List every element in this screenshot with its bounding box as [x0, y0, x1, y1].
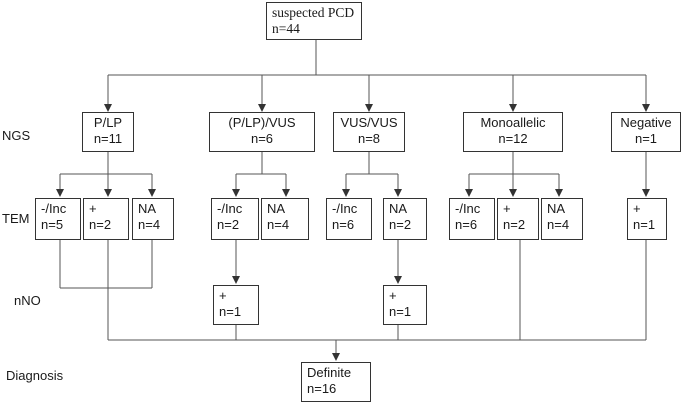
- root-box-suspected-pcd: suspected PCD n=44: [266, 2, 362, 40]
- root-count: n=44: [272, 21, 300, 36]
- tem-count: n=5: [41, 217, 64, 232]
- nno-count: n=1: [219, 304, 242, 319]
- tem-box-plp-vus-neg-inc: -/Inc n=2: [211, 198, 259, 240]
- tem-title: +: [633, 201, 641, 216]
- tem-count: n=2: [217, 217, 240, 232]
- ngs-count: n=8: [357, 131, 381, 146]
- tem-count: n=4: [547, 217, 570, 232]
- ngs-count: n=11: [93, 131, 123, 146]
- tem-box-monoallelic-neg-inc: -/Inc n=6: [449, 198, 495, 240]
- diagnosis-title: Definite: [307, 365, 352, 380]
- tem-count: n=2: [503, 217, 526, 232]
- tem-title: +: [89, 201, 97, 216]
- ngs-title: VUS/VUS: [340, 115, 398, 130]
- tem-box-plp-vus-na: NA n=4: [261, 198, 309, 240]
- ngs-box-monoallelic: Monoallelic n=12: [463, 112, 563, 152]
- ngs-count: n=1: [634, 131, 658, 146]
- ngs-box-vus-vus: VUS/VUS n=8: [333, 112, 405, 152]
- ngs-box-negative: Negative n=1: [611, 112, 681, 152]
- tem-title: NA: [389, 201, 408, 216]
- tem-title: NA: [547, 201, 566, 216]
- tem-title: +: [503, 201, 511, 216]
- tem-count: n=4: [138, 217, 161, 232]
- tem-title: NA: [267, 201, 286, 216]
- row-label-tem: TEM: [2, 211, 30, 226]
- root-title: suspected PCD: [272, 5, 355, 20]
- ngs-title: (P/LP)/VUS: [228, 115, 296, 130]
- tem-title: -/Inc: [332, 201, 358, 216]
- tem-count: n=2: [89, 217, 112, 232]
- ngs-count: n=12: [498, 131, 528, 146]
- ngs-title: Monoallelic: [480, 115, 546, 130]
- tem-box-plp-neg-inc: -/Inc n=5: [35, 198, 81, 240]
- tem-box-monoallelic-na: NA n=4: [541, 198, 583, 240]
- tem-count: n=2: [389, 217, 412, 232]
- tem-title: NA: [138, 201, 157, 216]
- tem-count: n=6: [332, 217, 355, 232]
- tem-title: -/Inc: [455, 201, 481, 216]
- nno-title: +: [389, 288, 397, 303]
- diagnosis-box-definite: Definite n=16: [301, 362, 371, 402]
- nno-box-vus-vus: + n=1: [383, 285, 427, 325]
- tem-title: -/Inc: [217, 201, 243, 216]
- row-label-nno: nNO: [14, 293, 41, 308]
- tem-title: -/Inc: [41, 201, 67, 216]
- nno-count: n=1: [389, 304, 412, 319]
- tem-box-plp-positive: + n=2: [83, 198, 129, 240]
- diagnosis-count: n=16: [307, 381, 337, 396]
- tem-count: n=6: [455, 217, 478, 232]
- ngs-count: n=6: [250, 131, 274, 146]
- ngs-title: Negative: [620, 115, 672, 130]
- nno-box-plp-vus: + n=1: [213, 285, 259, 325]
- tem-box-monoallelic-positive: + n=2: [497, 198, 539, 240]
- row-label-diagnosis: Diagnosis: [6, 368, 64, 383]
- tem-box-vus-vus-na: NA n=2: [383, 198, 427, 240]
- tem-count: n=1: [633, 217, 656, 232]
- nno-title: +: [219, 288, 227, 303]
- tem-count: n=4: [267, 217, 290, 232]
- row-label-ngs: NGS: [2, 128, 31, 143]
- ngs-box-plp: P/LP n=11: [82, 112, 134, 152]
- tem-box-negative-positive: + n=1: [627, 198, 667, 240]
- tem-box-vus-vus-neg-inc: -/Inc n=6: [326, 198, 372, 240]
- ngs-box-plp-vus: (P/LP)/VUS n=6: [209, 112, 315, 152]
- ngs-title: P/LP: [93, 115, 123, 130]
- tem-box-plp-na: NA n=4: [132, 198, 174, 240]
